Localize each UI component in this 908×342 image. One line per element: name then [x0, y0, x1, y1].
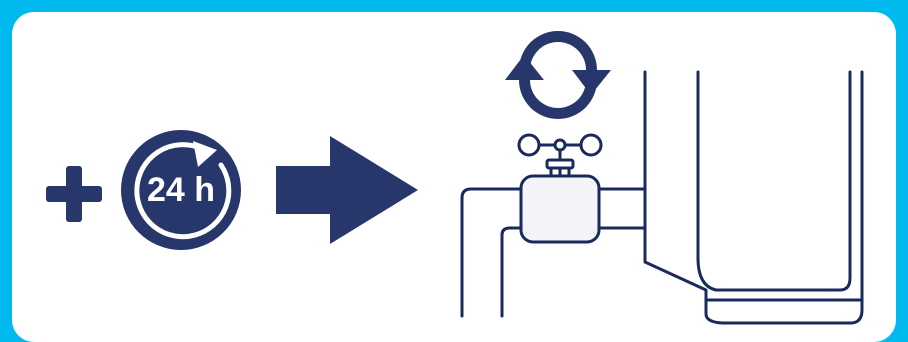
drain-pipe — [460, 187, 647, 318]
rotate-icon — [505, 31, 611, 119]
instruction-frame: 24 h — [12, 12, 896, 342]
clock-24h-icon — [121, 130, 241, 250]
appliance-body — [643, 70, 864, 325]
instruction-diagram — [46, 31, 864, 325]
clock-label: 24 h — [146, 171, 216, 209]
plus-icon — [46, 166, 102, 222]
drain-valve — [519, 148, 601, 244]
right-arrow-icon — [276, 136, 418, 244]
valve-knob-icon[interactable] — [517, 133, 603, 157]
